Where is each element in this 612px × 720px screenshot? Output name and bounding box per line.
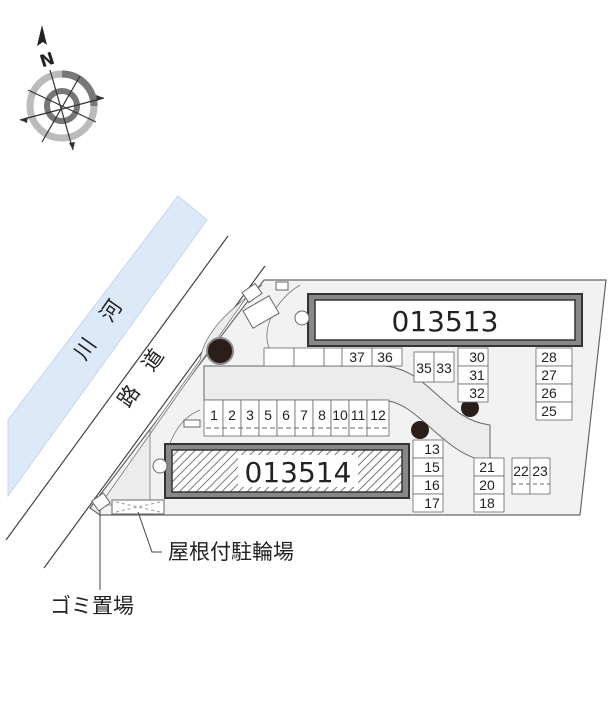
parking-space: 32 bbox=[469, 385, 485, 401]
parking-space: 21 bbox=[479, 459, 495, 475]
parking-space: 18 bbox=[479, 495, 495, 511]
parking-space: 28 bbox=[541, 349, 557, 365]
parking-space: 31 bbox=[469, 367, 485, 383]
parking-row-bottom bbox=[203, 399, 390, 437]
tree-icon bbox=[206, 337, 234, 365]
building-label: 013513 bbox=[392, 305, 499, 338]
garbage-label: ゴミ置場 bbox=[50, 594, 134, 618]
parking-space: 2 bbox=[228, 407, 236, 423]
parking-space: 1 bbox=[210, 407, 218, 423]
parking-space: 11 bbox=[351, 407, 366, 423]
tree-icon bbox=[411, 421, 429, 439]
parking-space: 17 bbox=[424, 495, 440, 511]
parking-space: 5 bbox=[264, 407, 272, 423]
parking-space: 7 bbox=[300, 407, 308, 423]
garbage-area bbox=[91, 492, 111, 512]
building-label: 013514 bbox=[245, 456, 352, 489]
building-013514[interactable]: 013514 bbox=[164, 443, 410, 499]
parking-space: 8 bbox=[318, 407, 326, 423]
river bbox=[7, 195, 208, 498]
parking-space: 30 bbox=[469, 349, 485, 365]
road-label-2: 路 bbox=[113, 381, 145, 412]
parking-space: 3 bbox=[246, 407, 254, 423]
tree-icon bbox=[461, 399, 479, 417]
bike-parking-label: 屋根付駐輪場 bbox=[168, 540, 294, 564]
compass-rose-icon: N bbox=[19, 25, 105, 151]
bike-parking-area bbox=[111, 499, 165, 515]
parking-row-top bbox=[263, 347, 403, 367]
parking-space: 13 bbox=[424, 441, 440, 457]
parking-space: 37 bbox=[349, 349, 365, 365]
parking-space: 22 bbox=[513, 463, 529, 479]
parking-space: 25 bbox=[541, 403, 557, 419]
parking-space: 27 bbox=[541, 367, 557, 383]
parking-space: 33 bbox=[436, 360, 452, 376]
building-013513[interactable]: 013513 bbox=[307, 293, 583, 347]
parking-space: 10 bbox=[332, 407, 348, 423]
road-label-1: 道 bbox=[137, 345, 169, 376]
parking-space: 36 bbox=[377, 349, 393, 365]
parking-space: 12 bbox=[370, 407, 386, 423]
parking-space: 15 bbox=[424, 459, 440, 475]
parking-space: 26 bbox=[541, 385, 557, 401]
parking-space: 20 bbox=[479, 477, 495, 493]
north-label: N bbox=[38, 49, 58, 72]
parking-space: 23 bbox=[532, 463, 548, 479]
parking-space: 6 bbox=[282, 407, 290, 423]
parking-space: 35 bbox=[416, 360, 432, 376]
road-edge bbox=[5, 235, 229, 541]
parking-space: 16 bbox=[424, 477, 440, 493]
